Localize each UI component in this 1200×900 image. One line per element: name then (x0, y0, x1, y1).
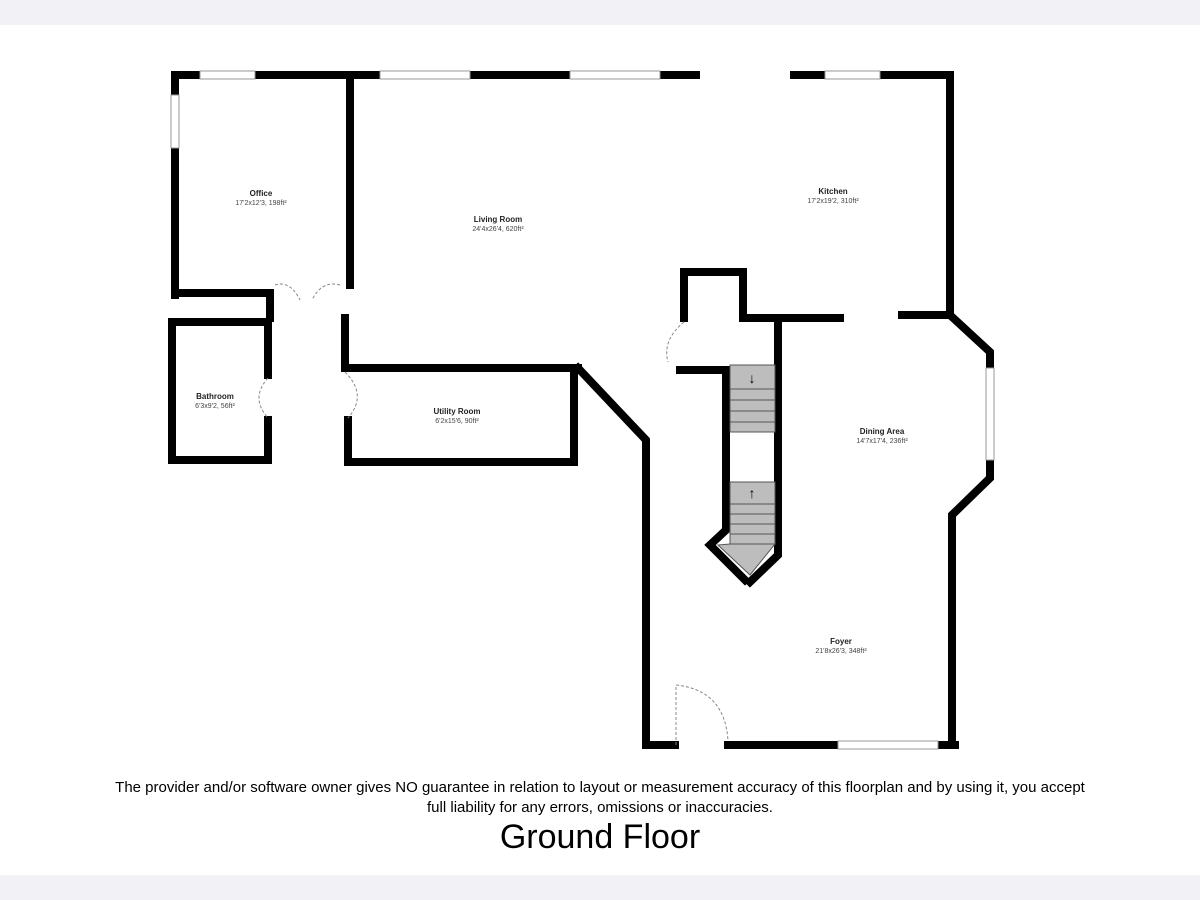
disclaimer: The provider and/or software owner gives… (0, 778, 1200, 818)
room-dims: 6'2x15'6, 90ft² (435, 418, 479, 425)
room-name: Bathroom (196, 392, 234, 401)
room-dims: 17'2x12'3, 198ft² (235, 200, 287, 207)
staircase: ↓ ↑ (716, 364, 777, 576)
walls (168, 71, 994, 749)
disclaimer-line-1: The provider and/or software owner gives… (115, 779, 1085, 796)
bottom-band (0, 875, 1200, 900)
arrow-down-icon: ↓ (749, 370, 756, 386)
windows (170, 70, 995, 750)
doors (258, 283, 729, 745)
floor-title: Ground Floor (499, 818, 701, 856)
room-dims: 24'4x26'4, 620ft² (472, 226, 524, 233)
room-name: Utility Room (433, 407, 480, 416)
room-dims: 6'3x9'2, 56ft² (195, 403, 235, 410)
room-dims: 14'7x17'4, 236ft² (856, 438, 908, 445)
room-name: Foyer (830, 637, 852, 646)
room-name: Kitchen (818, 187, 847, 196)
room-labels: Office 17'2x12'3, 198ft² Living Room 24'… (195, 187, 908, 655)
arrow-up-icon: ↑ (749, 485, 756, 501)
top-band (0, 0, 1200, 25)
room-name: Living Room (474, 215, 522, 224)
room-dims: 21'8x26'3, 348ft² (815, 648, 867, 655)
room-name: Dining Area (860, 427, 905, 436)
room-name: Office (250, 189, 273, 198)
disclaimer-line-2: full liability for any errors, omissions… (427, 799, 773, 816)
room-dims: 17'2x19'2, 310ft² (807, 198, 859, 205)
